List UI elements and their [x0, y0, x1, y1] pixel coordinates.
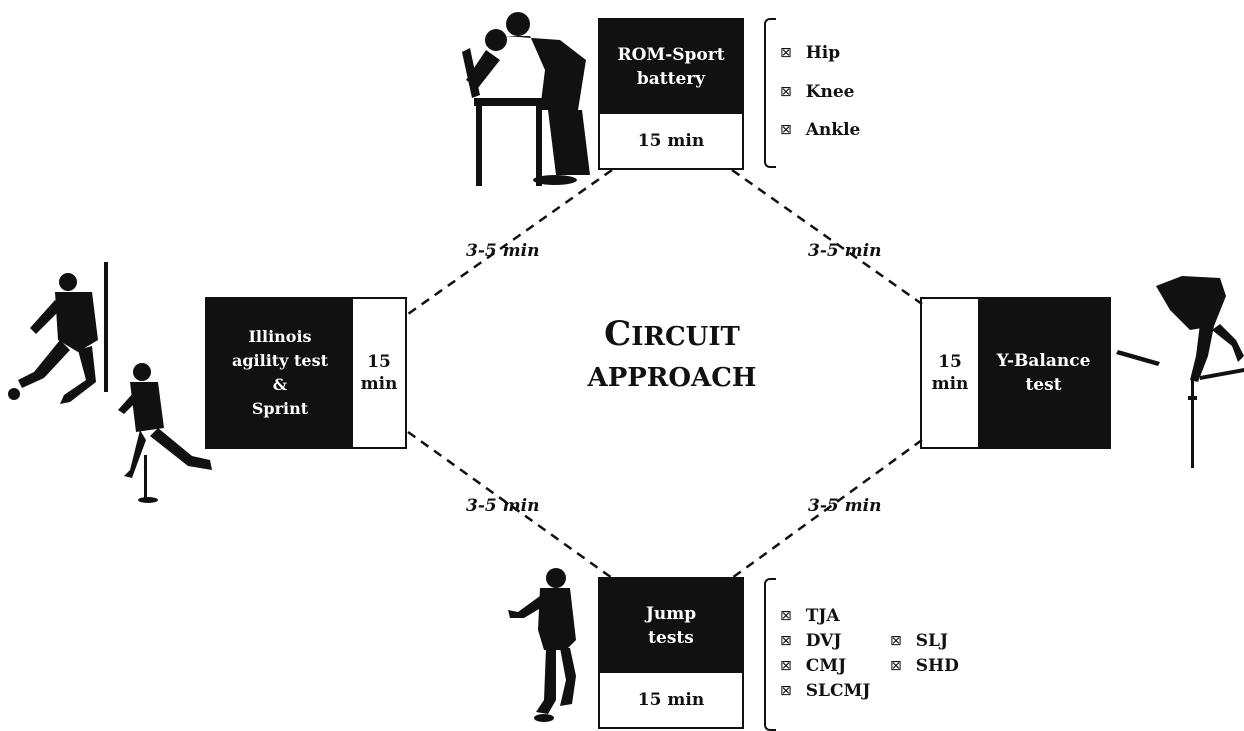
jump-item-label: TJA — [806, 606, 840, 626]
diagram-title-line2: APPROACH — [560, 359, 784, 397]
rest-label-bottom-left: 3-5 min — [466, 496, 539, 516]
jump-item-slj: ⊠ SLJ — [890, 631, 948, 651]
jump-time: 15 min — [600, 673, 742, 727]
ybalance-athlete-photo — [1116, 276, 1244, 468]
checkbox-icon: ⊠ — [780, 658, 792, 674]
checkbox-icon: ⊠ — [780, 608, 792, 624]
jump-athlete-photo — [508, 568, 576, 722]
ybalance-station: 15 min Y-Balance test — [920, 297, 1111, 449]
rom-item-knee: ⊠ Knee — [780, 82, 855, 102]
rom-item-label: Ankle — [806, 120, 861, 140]
jump-item-label: SLJ — [916, 631, 948, 651]
rom-sport-bracket — [764, 18, 776, 168]
connector-top-right — [732, 170, 922, 304]
diagram-title: CIRCUIT APPROACH — [560, 312, 784, 397]
rom-sport-time: 15 min — [600, 114, 742, 168]
jump-item-dvj: ⊠ DVJ — [780, 631, 841, 651]
rom-item-label: Hip — [806, 43, 840, 63]
checkbox-icon: ⊠ — [890, 633, 902, 649]
jump-item-label: SLCMJ — [806, 681, 871, 701]
rom-sport-title-line1: ROM-Sport — [617, 43, 724, 67]
rom-sport-station: ROM-Sport battery 15 min — [598, 18, 744, 170]
checkbox-icon: ⊠ — [780, 45, 792, 61]
rom-item-label: Knee — [806, 82, 855, 102]
rest-label-top-left: 3-5 min — [466, 241, 539, 261]
checkbox-icon: ⊠ — [780, 633, 792, 649]
ybalance-title-line2: test — [1025, 373, 1061, 397]
jump-item-label: CMJ — [806, 656, 846, 676]
rom-item-ankle: ⊠ Ankle — [780, 120, 860, 140]
ybalance-time-line1: 15 — [938, 351, 962, 373]
jump-station: Jump tests 15 min — [598, 577, 744, 729]
illinois-title-line3: & — [273, 373, 287, 397]
rom-sport-title-box: ROM-Sport battery — [600, 20, 742, 114]
illinois-title-box: Illinois agility test & Sprint — [207, 299, 353, 447]
jump-title-line2: tests — [648, 626, 694, 650]
jump-bracket — [764, 578, 776, 731]
jump-title-box: Jump tests — [600, 579, 742, 673]
agility-athletes-photo — [8, 262, 212, 503]
rom-athlete-photo — [462, 12, 590, 186]
rest-label-bottom-right: 3-5 min — [808, 496, 881, 516]
illinois-station: Illinois agility test & Sprint 15 min — [205, 297, 407, 449]
jump-title-line1: Jump — [646, 602, 696, 626]
ybalance-title-line1: Y-Balance — [997, 349, 1091, 373]
illinois-title-line1: Illinois — [248, 325, 311, 349]
illinois-title-line4: Sprint — [252, 397, 308, 421]
ybalance-time: 15 min — [922, 299, 978, 447]
title-rest: IRCUIT — [631, 322, 740, 352]
jump-item-cmj: ⊠ CMJ — [780, 656, 846, 676]
jump-item-shd: ⊠ SHD — [890, 656, 959, 676]
jump-item-slcmj: ⊠ SLCMJ — [780, 681, 870, 701]
rom-item-hip: ⊠ Hip — [780, 43, 840, 63]
checkbox-icon: ⊠ — [780, 122, 792, 138]
jump-item-tja: ⊠ TJA — [780, 606, 840, 626]
rest-label-top-right: 3-5 min — [808, 241, 881, 261]
jump-item-label: SHD — [916, 656, 959, 676]
ybalance-time-line2: min — [932, 373, 969, 395]
checkbox-icon: ⊠ — [890, 658, 902, 674]
illinois-time: 15 min — [353, 299, 405, 447]
title-initial: C — [604, 314, 631, 354]
checkbox-icon: ⊠ — [780, 84, 792, 100]
illinois-time-line1: 15 — [367, 351, 391, 373]
illinois-time-line2: min — [361, 373, 398, 395]
jump-item-label: DVJ — [806, 631, 842, 651]
ybalance-title-box: Y-Balance test — [978, 299, 1109, 447]
checkbox-icon: ⊠ — [780, 683, 792, 699]
rom-sport-title-line2: battery — [637, 67, 705, 91]
illinois-title-line2: agility test — [232, 349, 328, 373]
diagram-title-line1: CIRCUIT — [560, 312, 784, 359]
